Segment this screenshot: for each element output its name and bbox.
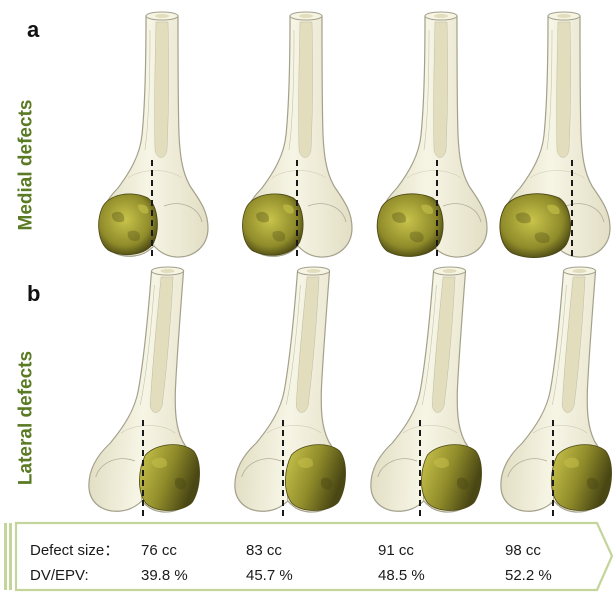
dv-epv-value: 52.2 %	[505, 568, 552, 583]
lateral-defect	[419, 445, 484, 511]
lateral-defect	[549, 445, 613, 511]
panel-label-a: a	[27, 19, 39, 41]
arrow-tail-bar	[4, 523, 7, 590]
lateral-defect	[283, 445, 348, 511]
medial-defect	[243, 194, 304, 255]
defect-size-value: 76 cc	[141, 543, 177, 558]
femur-lateral-defect-1	[87, 267, 216, 512]
medial-defect	[377, 194, 443, 257]
defect-size-label: Defect size：	[30, 543, 119, 558]
defect-size-value: 91 cc	[378, 543, 414, 558]
femur-medial-defect-3	[377, 12, 487, 257]
femur-lateral-defect-4	[499, 267, 613, 512]
row-label-medial: Medial defects	[17, 100, 36, 231]
medial-defect	[500, 194, 571, 258]
dv-epv-label: DV/EPV:	[30, 568, 89, 583]
femur-lateral-defect-2	[233, 267, 362, 512]
dv-epv-value: 39.8 %	[141, 568, 188, 583]
dashed-lines-lateral	[143, 420, 553, 516]
dv-epv-value: 48.5 %	[378, 568, 425, 583]
medial-defect	[99, 194, 158, 255]
arrow-tail-bar	[9, 523, 12, 590]
femur-medial-defect-4	[500, 12, 610, 258]
femur-lateral-defect-3	[369, 267, 498, 512]
defect-size-value: 98 cc	[505, 543, 541, 558]
row-label-lateral: Lateral defects	[17, 351, 36, 485]
lateral-defect	[137, 445, 202, 511]
defect-size-value: 83 cc	[246, 543, 282, 558]
panel-label-b: b	[27, 283, 40, 305]
femur-medial-defect-1	[99, 12, 208, 257]
dv-epv-value: 45.7 %	[246, 568, 293, 583]
